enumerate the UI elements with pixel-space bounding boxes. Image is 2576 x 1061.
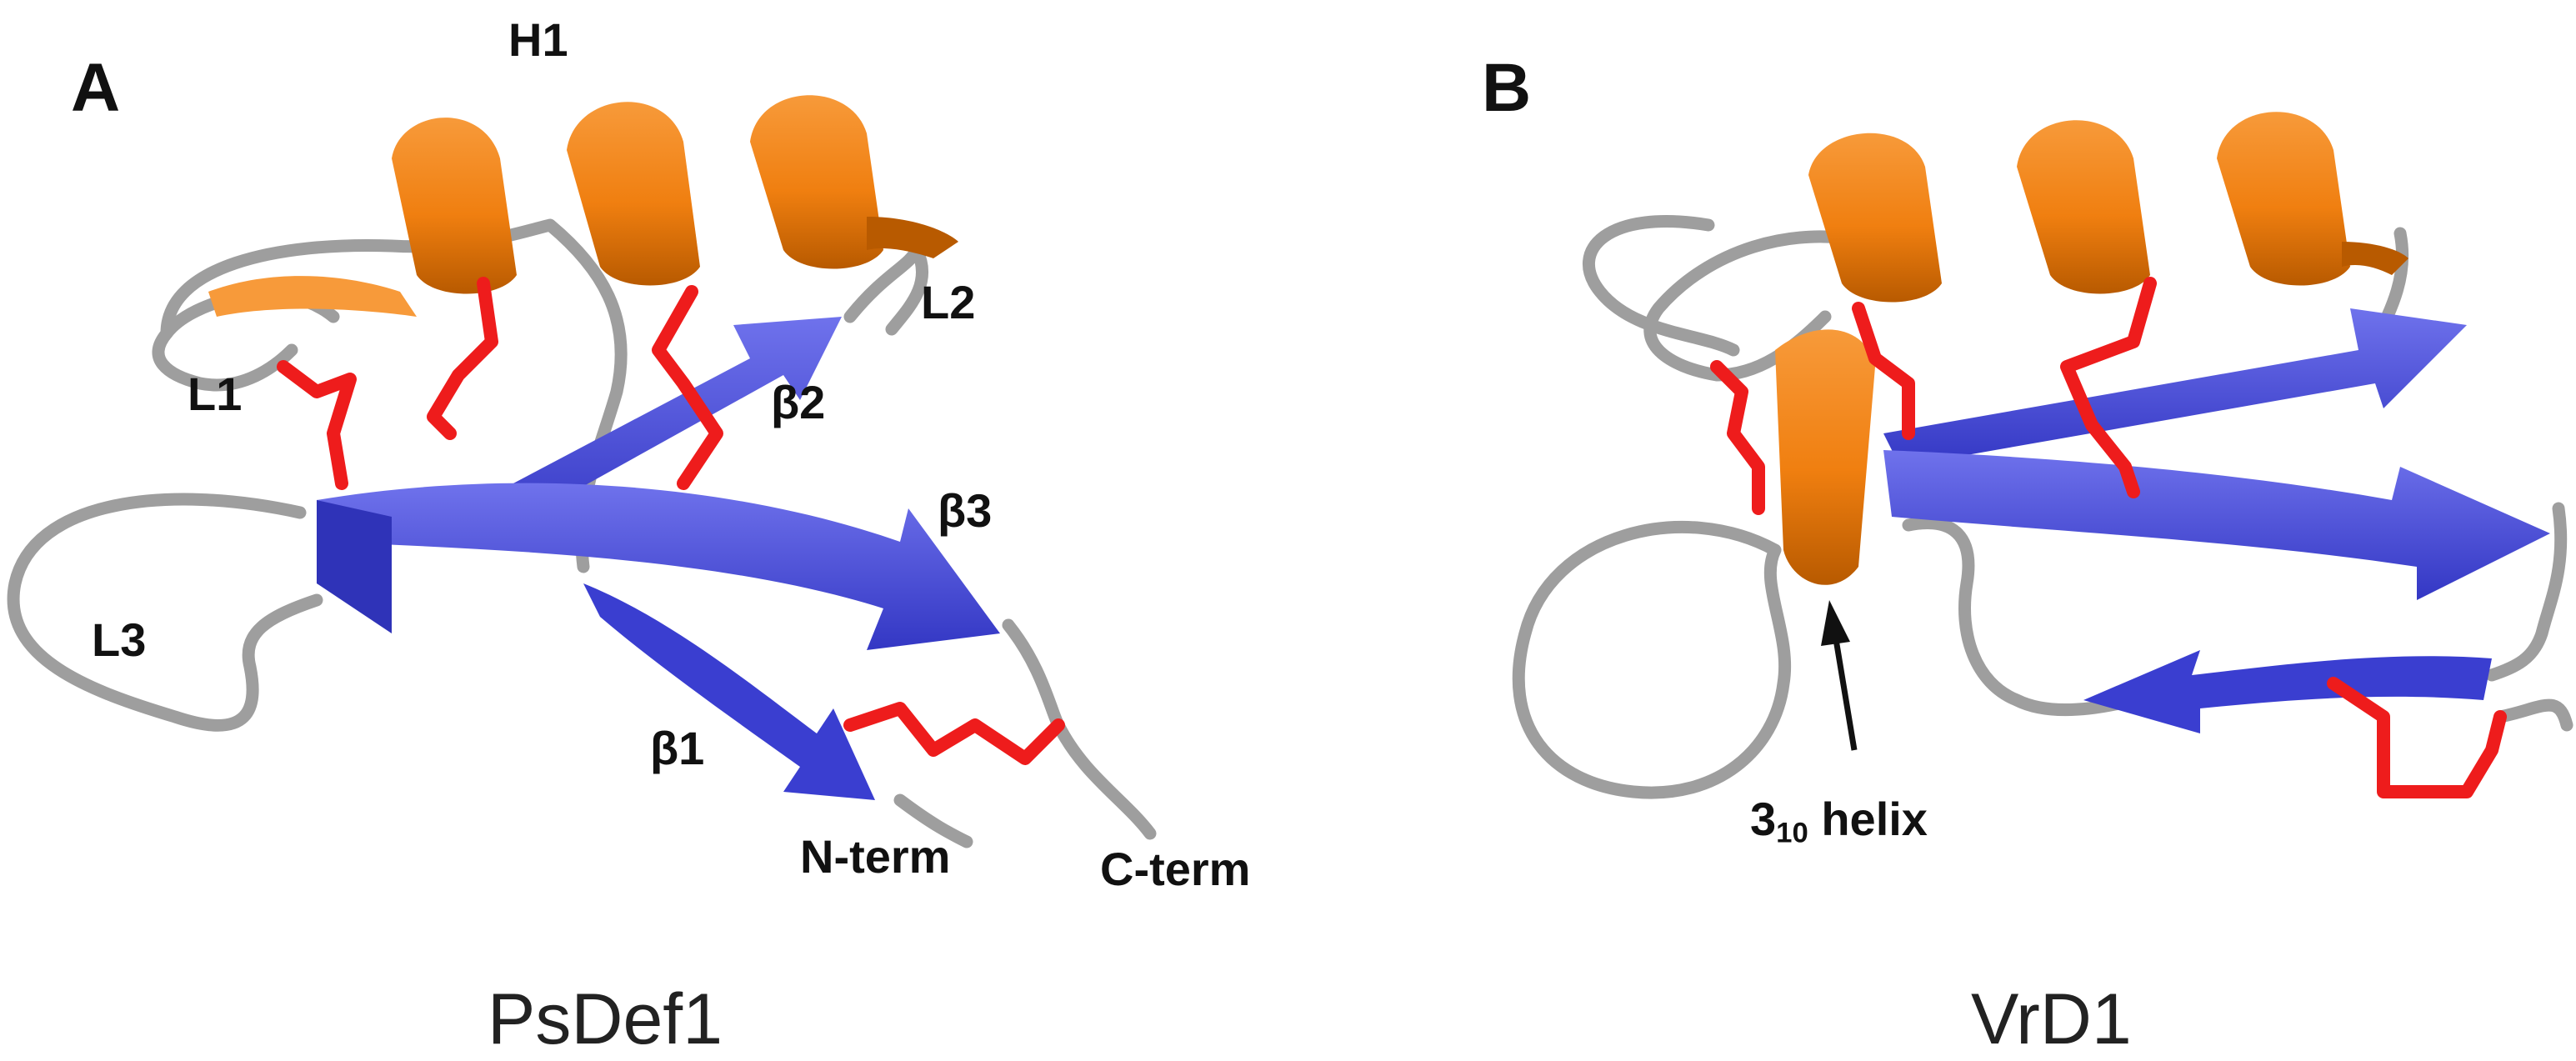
panel-b-loops: [1512, 215, 2573, 799]
panel-a-letter: A: [71, 50, 121, 126]
label-3-10-helix: 310 helix: [1750, 793, 1928, 849]
label-h1: H1: [508, 13, 568, 66]
panel-b-protein-name: VrD1: [1971, 979, 2132, 1059]
label-beta3: β3: [938, 484, 993, 537]
label-n-term: N-term: [800, 830, 951, 883]
panel-b-helix: [1808, 112, 2408, 303]
panel-b-strand-lower: [2083, 650, 2492, 733]
panel-b-3-10-helix: [1775, 329, 1875, 585]
panel-a-strand-b1: [583, 583, 875, 800]
panel-a-beta-sheet: [317, 317, 1000, 800]
label-beta2: β2: [771, 376, 826, 428]
label-beta1: β1: [650, 722, 705, 774]
label-l3: L3: [92, 613, 147, 666]
label-c-term: C-term: [1100, 843, 1251, 895]
panel-b-disulfide-bonds: [1710, 277, 2507, 798]
panel-b-strand-middle: [1883, 450, 2550, 600]
panel-a-disulfide-bonds: [277, 277, 1065, 765]
panel-b-helix-arrow: [1821, 600, 1858, 751]
panel-a-protein-name: PsDef1: [488, 979, 723, 1059]
panel-b-letter: B: [1482, 50, 1532, 126]
panel-a-strand-b3: [317, 483, 1000, 650]
label-l1: L1: [188, 368, 243, 420]
label-l2: L2: [921, 276, 976, 328]
panel-b-structure: [1512, 112, 2573, 799]
panel-b-strand-upper: [1883, 308, 2467, 467]
panel-b-beta-sheet: [1883, 308, 2550, 733]
panel-a-helix-h1: [208, 95, 958, 317]
panel-a-structure: [7, 95, 1157, 848]
